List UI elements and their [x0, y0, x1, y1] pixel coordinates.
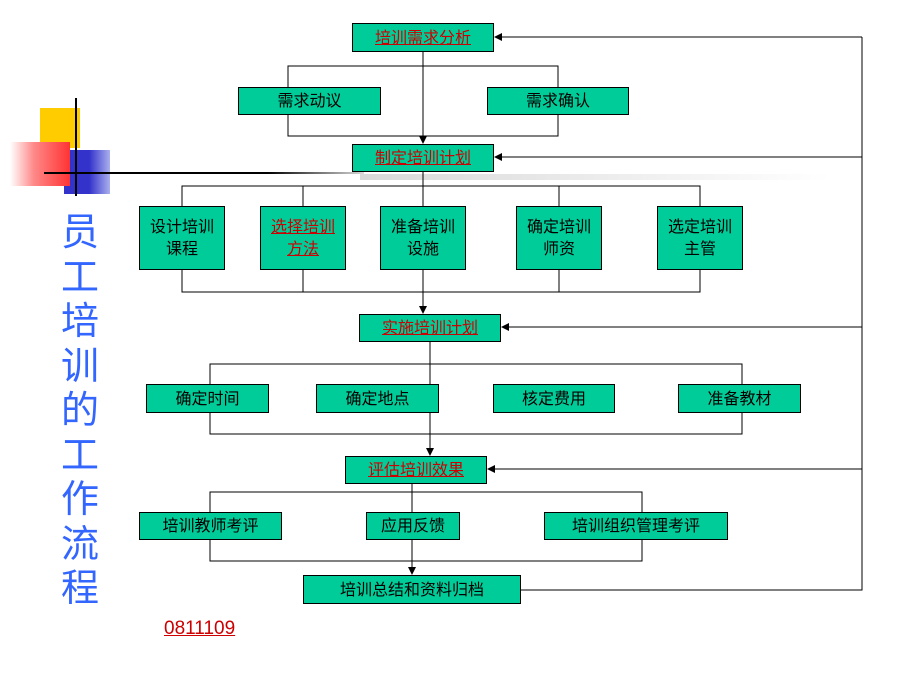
- deco-yellow-square: [40, 108, 80, 148]
- title-char: 工: [60, 432, 99, 477]
- connector: [287, 115, 559, 137]
- node-evaluate-effect[interactable]: 评估培训效果: [345, 456, 487, 484]
- title-char: 工: [60, 254, 99, 299]
- connector: [209, 491, 643, 512]
- node-determine-place: 确定地点: [316, 384, 439, 413]
- node-needs-proposal: 需求动议: [238, 87, 381, 115]
- title-char: 的: [60, 388, 99, 432]
- document-code-link[interactable]: 0811109: [164, 618, 236, 639]
- node-summary-archive: 培训总结和资料归档: [303, 575, 521, 604]
- connector: [181, 185, 701, 206]
- node-choose-method[interactable]: 选择培训方法: [260, 206, 346, 270]
- node-application-feedback: 应用反馈: [366, 512, 460, 540]
- title-char: 程: [60, 566, 99, 610]
- node-needs-confirmation: 需求确认: [487, 87, 629, 115]
- node-select-supervisor: 选定培训主管: [657, 206, 743, 270]
- node-implement-plan[interactable]: 实施培训计划: [359, 314, 501, 342]
- node-teacher-review: 培训教师考评: [139, 512, 282, 540]
- title-char: 作: [60, 477, 99, 521]
- node-training-needs-analysis[interactable]: 培训需求分析: [352, 23, 494, 52]
- connector: [287, 65, 559, 87]
- page-title: 员 工 培 训 的 工 作 流 程: [52, 210, 108, 611]
- title-char: 员: [60, 210, 99, 254]
- feedback-loop: [521, 37, 863, 591]
- title-char: 流: [60, 521, 99, 566]
- title-char: 训: [60, 343, 99, 388]
- deco-horizontal-line: [44, 172, 364, 174]
- deco-red-square: [10, 142, 70, 186]
- node-verify-cost: 核定费用: [493, 384, 615, 413]
- node-make-training-plan[interactable]: 制定培训计划: [352, 144, 494, 172]
- deco-fade-line: [360, 174, 830, 180]
- node-prepare-material: 准备教材: [678, 384, 801, 413]
- node-determine-trainer: 确定培训师资: [516, 206, 602, 270]
- connector: [209, 363, 743, 384]
- title-char: 培: [60, 299, 99, 343]
- connector: [209, 413, 743, 435]
- node-organization-review: 培训组织管理考评: [544, 512, 728, 540]
- node-design-course: 设计培训课程: [139, 206, 225, 270]
- node-determine-time: 确定时间: [146, 384, 269, 413]
- connector: [181, 270, 701, 293]
- node-prepare-facility: 准备培训设施: [380, 206, 466, 270]
- connector: [209, 540, 643, 562]
- deco-vertical-line: [75, 98, 77, 196]
